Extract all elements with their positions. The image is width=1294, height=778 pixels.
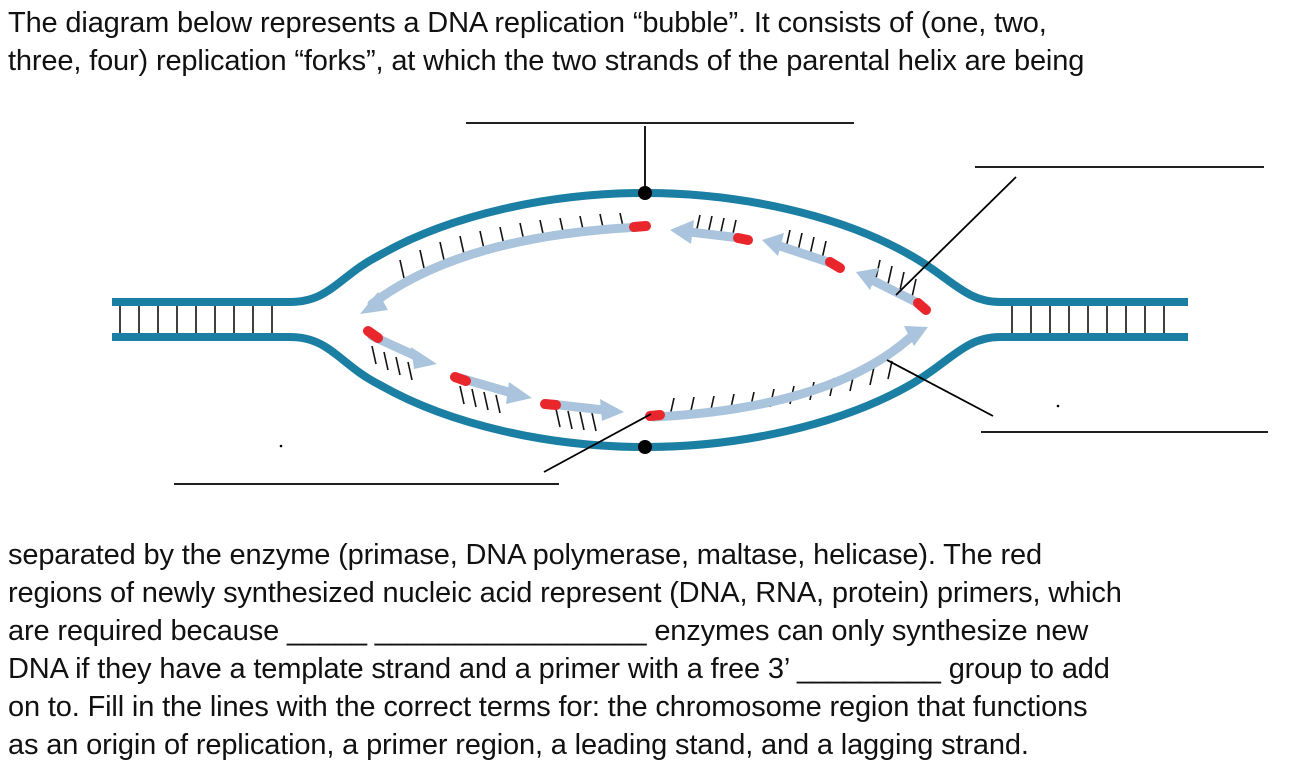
rna-primers	[363, 221, 931, 421]
base-pair-rung	[567, 410, 573, 430]
primer-top-fragment-1	[733, 233, 753, 245]
continuation-line-4: DNA if they have a template strand and a…	[8, 653, 1110, 685]
base-pair-rung	[439, 241, 445, 261]
base-pair-rung	[555, 408, 561, 428]
bottom-fragment-3-arrowhead	[600, 399, 624, 421]
base-pair-rung	[399, 259, 405, 279]
primer-top-leading	[629, 221, 651, 232]
bottom-fragment-1-arrowhead	[411, 347, 437, 369]
bottom-fragment-2-arrowhead	[506, 382, 532, 404]
base-pair-rung	[911, 278, 917, 298]
stray-dot-right	[1056, 404, 1060, 408]
top-okazaki-fragment-2	[775, 241, 839, 269]
base-pair-rung	[887, 265, 893, 285]
continuation-line-1: separated by the enzyme (primase, DNA po…	[8, 539, 1043, 571]
origin-marker-bottom	[638, 440, 652, 454]
continuation-line-2: regions of newly synthesized nucleic aci…	[8, 577, 1122, 609]
primer-bottom-fragment-3	[540, 399, 561, 410]
top-fragment-3-arrowhead	[856, 268, 879, 290]
question-continuation: separated by the enzyme (primase, DNA po…	[8, 536, 1288, 764]
primer-top-fragment-2	[825, 257, 845, 273]
parental-strands	[112, 188, 1188, 452]
question-intro: The diagram below represents a DNA repli…	[8, 4, 1288, 80]
intro-line-2: three, four) replication “forks”, at whi…	[8, 45, 1085, 77]
bottom-leading-strand	[649, 331, 917, 422]
top-fragment-1-arrowhead	[670, 220, 694, 244]
base-pair-rung	[479, 230, 485, 250]
primer-bottom-fragment-2	[450, 372, 471, 386]
base-pair-rung	[483, 391, 489, 411]
base-pair-rung	[371, 345, 377, 365]
continuation-line-5: on to. Fill in the lines with the correc…	[8, 691, 1088, 723]
primer-top-fragment-3	[913, 298, 931, 315]
base-pair-rung	[899, 271, 905, 291]
pointer-bottom-right	[886, 359, 994, 417]
top-leading-strand	[367, 222, 645, 309]
base-pair-rung	[459, 385, 465, 405]
pointer-bottom-left	[543, 413, 652, 473]
base-pair-rung	[869, 366, 875, 386]
top-okazaki-fragment-3	[867, 275, 925, 309]
new-strands	[367, 222, 925, 422]
continuation-line-3: are required because _____ _____________…	[8, 615, 1089, 647]
top-okazaki-fragment-1	[685, 227, 745, 243]
base-pair-rung	[459, 235, 465, 255]
bottom-leading-arrowhead	[904, 326, 928, 346]
pointer-top-right	[895, 176, 1017, 296]
answer-blank-lines	[174, 122, 1268, 485]
base-pair-rungs	[119, 212, 1165, 432]
base-pair-rung	[395, 356, 401, 376]
intro-line-1: The diagram below represents a DNA repli…	[8, 7, 1047, 39]
base-pair-rung	[419, 249, 425, 269]
top-fragment-2-arrowhead	[762, 233, 784, 256]
continuation-line-6: as an origin of replication, a primer re…	[8, 729, 1029, 761]
base-pair-rung	[383, 351, 389, 371]
base-pair-rung	[887, 360, 893, 380]
base-pair-rung	[495, 394, 501, 414]
pointer-lines	[543, 126, 1017, 473]
base-pair-rung	[471, 388, 477, 408]
primer-bottom-leading	[645, 410, 665, 421]
stray-dot-left	[279, 444, 283, 448]
base-pair-rung	[591, 412, 597, 432]
primer-bottom-fragment-1	[363, 326, 383, 343]
top-leading-arrowhead	[360, 292, 388, 314]
strand-arrowheads	[360, 220, 928, 421]
base-pair-rung	[407, 361, 413, 381]
base-pair-rung	[579, 411, 585, 431]
